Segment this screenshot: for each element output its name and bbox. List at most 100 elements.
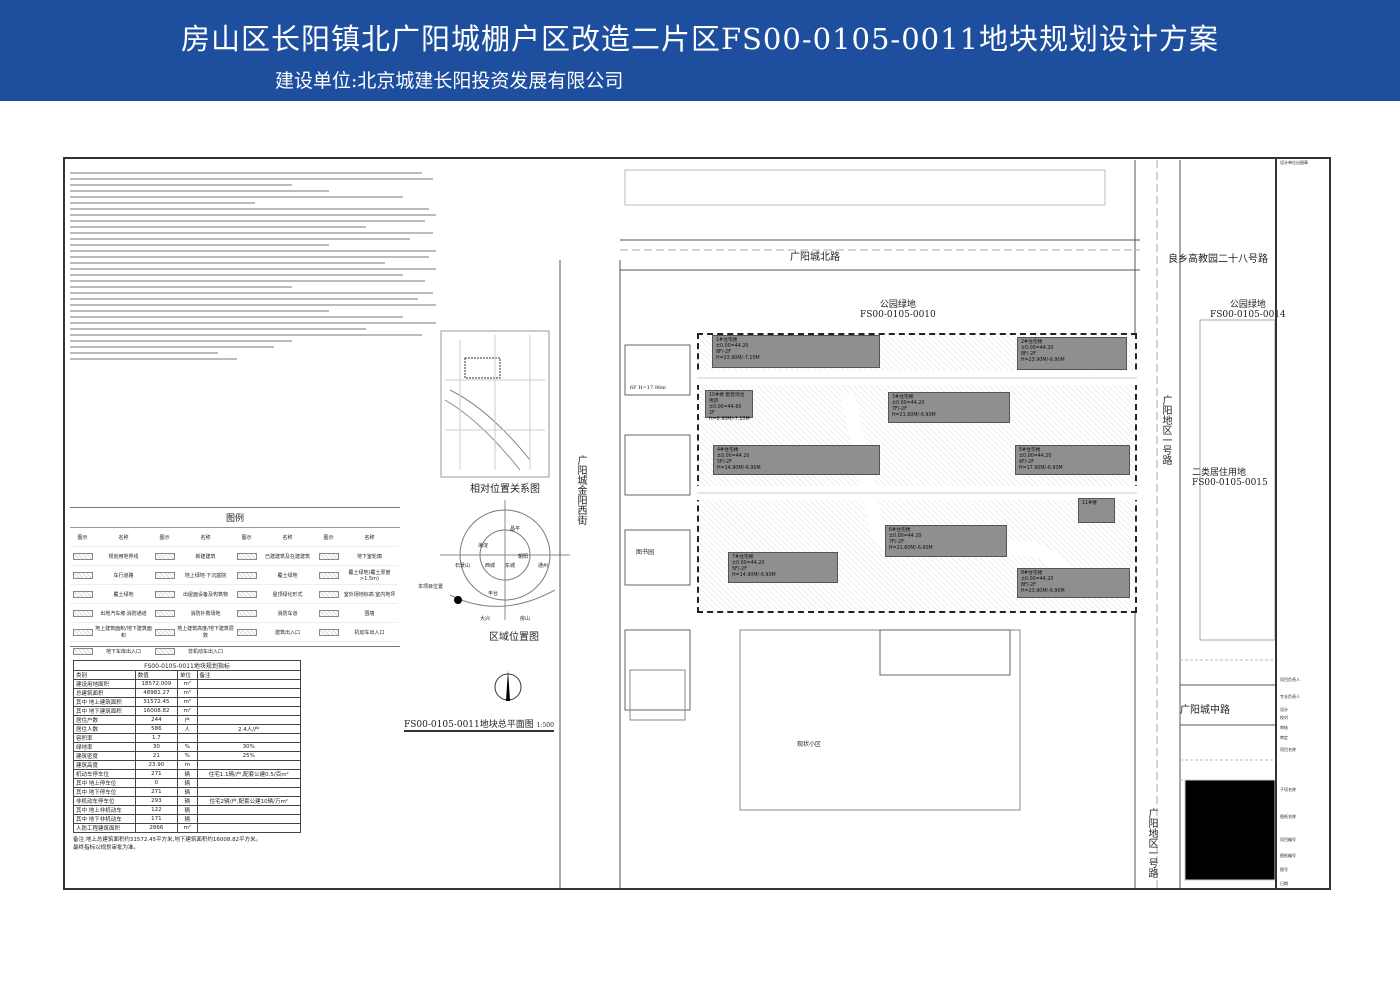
legend-col-name: 名称 xyxy=(341,528,398,547)
titleblock-field: 专业负责人 xyxy=(1280,694,1300,699)
road-label-mid: 广阳城中路 xyxy=(1180,705,1230,716)
legend-col-name: 名称 xyxy=(259,528,316,547)
district-label: 大兴 xyxy=(480,616,491,622)
table-cell: 586 xyxy=(134,724,179,734)
table-cell: 18572.009 xyxy=(134,679,179,689)
legend-item: 地上建筑高度/地下建筑层数 xyxy=(177,623,234,642)
titleblock-field: 图号 xyxy=(1280,867,1288,872)
legend-swatch-icon xyxy=(154,647,175,655)
building-elev: ±0.00=44.20 xyxy=(717,454,750,459)
legend-col-icon: 图示 xyxy=(152,528,177,547)
table-cell xyxy=(196,805,302,815)
legend-swatch xyxy=(234,566,259,585)
district-label: 通州 xyxy=(538,563,549,569)
table-cell: 271 xyxy=(134,769,179,779)
legend-item: 规划用地界线 xyxy=(95,547,152,566)
building-elev: ±0.00=44.20 xyxy=(732,561,765,566)
legend-swatch-icon xyxy=(72,628,93,636)
legend: 图例 图示名称 图示名称 图示名称 图示名称 规划用地界线新建建筑已建建筑及在建… xyxy=(70,507,400,661)
legend-title: 图例 xyxy=(70,508,400,528)
legend-swatch-icon xyxy=(236,571,257,579)
table-cell: 辆 xyxy=(177,787,198,797)
legend-swatch xyxy=(316,604,341,623)
table-cell: 住宅2辆/户,配套公建10辆/万m² xyxy=(196,796,302,806)
legend-swatch-icon xyxy=(236,609,257,617)
table-cell: 总建筑面积 xyxy=(73,688,136,698)
table-cell: 30 xyxy=(134,742,179,752)
road-label-west: 广阳城金阳西街 xyxy=(575,455,586,525)
legend-item: 地下室轮廓 xyxy=(341,547,398,566)
relative-location-map xyxy=(440,330,550,478)
table-cell: 23.90 xyxy=(134,760,179,770)
building-name: 6#住宅楼 xyxy=(889,528,911,533)
building-name: 7#住宅楼 xyxy=(732,555,754,560)
legend-swatch-icon xyxy=(154,571,175,579)
legend-swatch xyxy=(152,623,177,642)
table-cell: 293 xyxy=(134,796,179,806)
table-cell: 其中 地下非机动车 xyxy=(73,814,136,824)
titleblock-field: 项目名称 xyxy=(1280,747,1296,752)
table-title: FS00-0105-0011地块规划指标 xyxy=(73,660,301,671)
table-cell: 居住户数 xyxy=(73,715,136,725)
building-elev: ±0.00=44.20 xyxy=(1021,577,1054,582)
table-cell: 辆 xyxy=(177,796,198,806)
legend-swatch-icon xyxy=(72,571,93,579)
district-label: 海淀 xyxy=(478,543,489,549)
titleblock-field: 审核 xyxy=(1280,725,1288,730)
table-cell xyxy=(196,679,302,689)
legend-swatch-icon xyxy=(236,628,257,636)
table-cell: 30% xyxy=(196,742,302,752)
table-cell: 辆 xyxy=(177,805,198,815)
legend-swatch-icon xyxy=(318,571,339,579)
title-block: 设计单位出图章项目负责人专业负责人设计校对审核审定项目名称子项名称图纸名称项目编… xyxy=(1275,157,1331,890)
district-label: 朝阳 xyxy=(518,554,529,560)
legend-item: 车行道路 xyxy=(95,566,152,585)
table-cell: 122 xyxy=(134,805,179,815)
table-cell: 0 xyxy=(134,778,179,788)
legend-col-icon: 图示 xyxy=(70,528,95,547)
table-header: 单位 xyxy=(177,670,198,680)
building-elev: ±0.00=44.20 xyxy=(1021,346,1054,351)
table-cell: 建筑高度 xyxy=(73,760,136,770)
legend-swatch xyxy=(152,585,177,604)
district-label: 石景山 xyxy=(455,563,471,569)
building-floors: 8F/-2F xyxy=(1021,583,1036,588)
table-cell: 2866 xyxy=(134,823,179,833)
table-note: 备注:地上总建筑面积约31572.45平方米,地下建筑面积约16008.82平方… xyxy=(73,836,261,852)
table-cell: 绿地率 xyxy=(73,742,136,752)
legend-swatch xyxy=(234,547,259,566)
building-floors: 7F/-2F xyxy=(889,540,904,545)
building-elev: ±0.00=44.20 xyxy=(889,534,922,539)
table-note-2: 最终指标以规划审批为准。 xyxy=(73,845,140,851)
legend-item: 出地汽车坡·消防通道 xyxy=(95,604,152,623)
legend-item: 覆土绿地 xyxy=(95,585,152,604)
building-elev: ±0.00=44.60 xyxy=(709,405,742,410)
legend-swatch xyxy=(234,623,259,642)
regional-location-map xyxy=(440,500,570,620)
building-elev: ±0.00=44.20 xyxy=(1019,454,1052,459)
table-cell: 辆 xyxy=(177,769,198,779)
district-label: 丰台 xyxy=(488,591,499,597)
table-cell xyxy=(196,733,302,743)
legend-swatch xyxy=(70,585,95,604)
legend-swatch xyxy=(316,585,341,604)
legend-item: 已建建筑及在建建筑 xyxy=(259,547,316,566)
legend-swatch xyxy=(70,604,95,623)
table-cell: 21 xyxy=(134,751,179,761)
table-cell: 机动车停车位 xyxy=(73,769,136,779)
building-floors: 6F/-2F xyxy=(1019,460,1034,465)
table-cell: % xyxy=(177,742,198,752)
legend-item: 围墙 xyxy=(341,604,398,623)
table-cell: % xyxy=(177,751,198,761)
plan-title: FS00-0105-0011地块总平面图 1:500 xyxy=(404,717,554,732)
legend-item: 新建建筑 xyxy=(177,547,234,566)
table-cell: m² xyxy=(177,679,198,689)
